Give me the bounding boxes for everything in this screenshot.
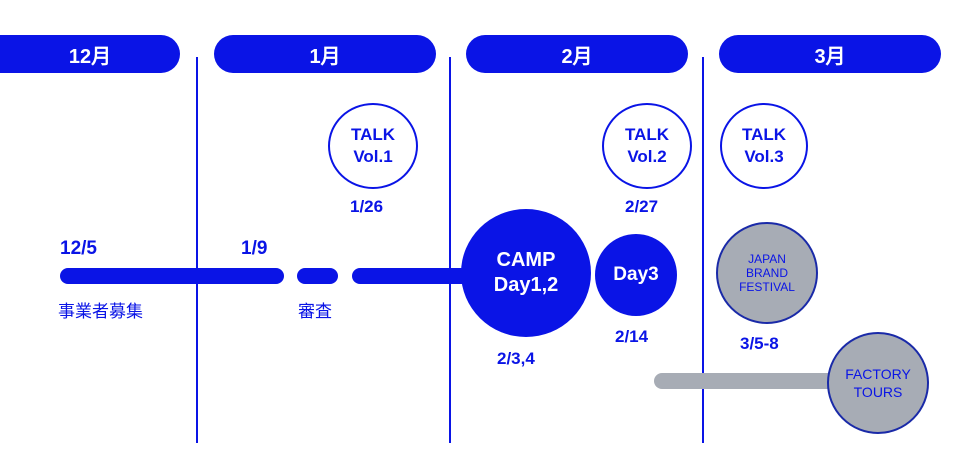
review-label: 審査 (298, 302, 332, 321)
festival-line3: FESTIVAL (739, 280, 795, 294)
month-header-february: 2月 (466, 35, 688, 73)
month-label: 2月 (561, 45, 593, 68)
talk-vol3-circle: TALK Vol.3 (720, 103, 808, 189)
talk-volume: Vol.2 (627, 147, 667, 166)
talk-volume: Vol.1 (353, 147, 393, 166)
month-divider (702, 57, 704, 443)
talk-vol2-circle: TALK Vol.2 (602, 103, 692, 189)
camp-circle: CAMP Day1,2 (461, 209, 591, 337)
talk-title: TALK (350, 125, 396, 144)
month-header-january: 1月 (214, 35, 436, 73)
talk-vol1-date: 1/26 (350, 197, 384, 216)
camp-days: Day1,2 (493, 274, 559, 296)
month-header-december: 12月 (0, 35, 180, 73)
recruitment-start-date: 12/5 (60, 238, 97, 259)
factory-tours-line2: TOURS (853, 384, 903, 400)
day3-label: Day3 (613, 264, 659, 285)
camp-date: 2/3,4 (497, 349, 535, 368)
festival-line2: BRAND (745, 266, 788, 280)
month-label: 3月 (814, 45, 846, 68)
recruitment-end-date: 1/9 (241, 238, 268, 259)
talk-volume: Vol.3 (744, 147, 784, 166)
factory-tours-circle: FACTORY TOURS (827, 332, 929, 434)
month-divider (196, 57, 198, 443)
camp-title: CAMP (496, 249, 556, 271)
talk-vol2-date: 2/27 (625, 197, 659, 216)
day3-date: 2/14 (615, 327, 649, 346)
talk-title: TALK (741, 125, 787, 144)
recruitment-label: 事業者募集 (58, 302, 143, 321)
festival-date: 3/5-8 (740, 334, 779, 353)
month-label: 1月 (309, 45, 341, 68)
festival-line1: JAPAN (748, 252, 786, 266)
talk-vol1-circle: TALK Vol.1 (328, 103, 418, 189)
lead-to-camp-bar (352, 268, 482, 284)
month-header-march: 3月 (719, 35, 941, 73)
review-bar (297, 268, 338, 284)
recruitment-bar (60, 268, 284, 284)
talk-title: TALK (624, 125, 670, 144)
factory-tours-line1: FACTORY (845, 366, 911, 382)
day3-circle: Day3 (595, 234, 677, 316)
month-label: 12月 (68, 45, 112, 68)
month-divider (449, 57, 451, 443)
factory-tours-bar (654, 373, 864, 389)
